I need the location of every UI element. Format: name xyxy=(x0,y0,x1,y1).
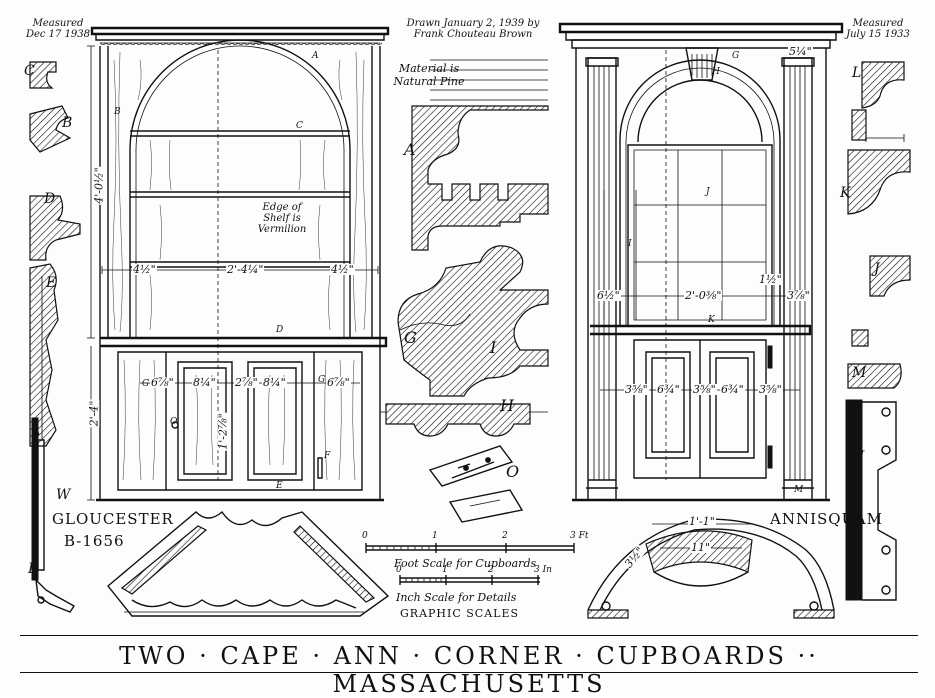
dim-right-pilaster: 5¼" xyxy=(788,45,813,58)
dim-right-width-left: 6½" xyxy=(596,289,621,302)
title-band: TWO · CAPE · ANN · CORNER · CUPBOARDS ··… xyxy=(20,635,918,698)
detail-letter-i: I xyxy=(490,338,497,357)
detail-letter-o: O xyxy=(506,462,520,481)
right-margin-profiles xyxy=(845,61,911,601)
shelf-note: Edge of Shelf is Vermilion xyxy=(257,202,307,235)
measured-date-right: Measured July 15 1933 xyxy=(846,18,910,40)
dim-left-door-left: 6⅞" xyxy=(150,376,175,389)
left-cupboard-letter-a: A xyxy=(312,51,319,61)
dim-left-height-upper: 4'-0½" xyxy=(92,166,106,205)
detail-letter-w: W xyxy=(56,487,71,503)
left-cupboard-letter-f: F xyxy=(324,451,331,461)
dim-right-width-right: 3⅞" xyxy=(786,289,811,302)
dentil-row xyxy=(99,42,383,45)
detail-letter-f: F xyxy=(28,561,38,577)
dim-right-width-center: 2'-0⅜" xyxy=(684,289,723,302)
left-cupboard-plan xyxy=(107,510,390,617)
foot-tick-1: 1 xyxy=(432,531,438,541)
detail-letter-a: A xyxy=(404,140,416,159)
foot-tick-3: 3 Ft xyxy=(570,531,589,541)
dim-left-width-right: 4½" xyxy=(330,263,355,276)
detail-letter-m: M xyxy=(852,365,867,381)
dim-left-height-lower: 2'-4" xyxy=(87,399,101,428)
detail-letter-d: D xyxy=(44,191,56,207)
dim-left-panel-right: 8¼" xyxy=(262,376,287,389)
dim-arch-top: 1'-1" xyxy=(688,515,716,528)
drawn-by-note: Drawn January 2, 1939 by Frank Chouteau … xyxy=(406,18,540,40)
graphic-scales xyxy=(365,543,575,585)
left-cupboard-letter-g1: G xyxy=(142,379,150,389)
left-cupboard-letter-o: O xyxy=(170,417,178,427)
sheet-title: TWO · CAPE · ANN · CORNER · CUPBOARDS ··… xyxy=(119,642,819,698)
measured-date-left: Measured Dec 17 1938 xyxy=(25,18,91,40)
left-cupboard-letter-e: E xyxy=(276,481,283,491)
right-cupboard-plan xyxy=(587,518,835,619)
dim-left-stile: 2⅞" xyxy=(234,376,259,389)
dim-left-width-left: 4½" xyxy=(132,263,157,276)
right-cupboard-letter-h: H xyxy=(712,67,720,77)
graphic-scales-label: GRAPHIC SCALES xyxy=(400,607,520,620)
inch-scale-label: Inch Scale for Details xyxy=(396,591,517,604)
dim-left-width-center: 2'-4¼" xyxy=(226,263,265,276)
detail-letter-b: B xyxy=(62,115,73,131)
detail-letter-k: K xyxy=(840,185,851,201)
foot-tick-0: 0 xyxy=(362,531,368,541)
dim-left-panel-left: 8¼" xyxy=(192,376,217,389)
dim-right-stile: 3⅝" xyxy=(692,383,717,396)
left-margin-profiles xyxy=(29,61,81,613)
location-reference: B-1656 xyxy=(64,532,125,550)
detail-letter-j: J xyxy=(874,261,880,277)
inch-tick-0: 0 xyxy=(396,565,402,575)
dim-arch-inner: 11" xyxy=(690,541,712,554)
dim-left-door-right: 6⅞" xyxy=(326,376,351,389)
material-note: Material is Natural Pine xyxy=(393,62,465,88)
foot-tick-2: 2 xyxy=(502,531,508,541)
left-cupboard-letter-c: C xyxy=(296,121,303,131)
foot-scale-label: Foot Scale for Cupboards xyxy=(394,557,537,570)
left-cupboard-letter-b: B xyxy=(114,107,121,117)
inch-tick-2: 2 xyxy=(488,565,494,575)
detail-letter-g: G xyxy=(404,328,417,347)
right-cupboard-letter-g: G xyxy=(732,51,740,61)
left-cupboard-elevation xyxy=(87,26,390,502)
dim-right-panel-left: 6¾" xyxy=(656,383,681,396)
location-annisquam: ANNISQUAM xyxy=(770,510,883,528)
detail-letter-l: L xyxy=(852,65,862,81)
detail-letter-h: H xyxy=(500,396,514,415)
center-molding-profiles xyxy=(380,59,549,523)
left-cupboard-letter-d: D xyxy=(276,325,284,335)
right-cupboard-letter-k: K xyxy=(708,315,715,325)
dim-right-door-left: 3⅝" xyxy=(624,383,649,396)
right-cupboard-elevation xyxy=(558,22,844,502)
left-cupboard-letter-g2: G xyxy=(318,375,326,385)
detail-letter-e: E xyxy=(46,275,57,291)
detail-letter-n: N xyxy=(852,449,865,465)
inch-tick-1: 1 xyxy=(442,565,448,575)
location-gloucester: GLOUCESTER xyxy=(52,510,174,528)
detail-letter-c: C xyxy=(24,63,35,79)
dim-right-width-right2: 1½" xyxy=(758,273,783,286)
dim-right-door-right: 3⅝" xyxy=(758,383,783,396)
inch-tick-3: 3 In xyxy=(534,565,552,575)
dim-left-panel-height: 1'-2⅞" xyxy=(216,412,230,451)
right-cupboard-letter-j: J xyxy=(706,187,710,197)
right-cupboard-letter-i: I xyxy=(628,239,632,249)
right-cupboard-letter-m: M xyxy=(794,485,804,495)
dim-right-panel-right: 6¾" xyxy=(720,383,745,396)
